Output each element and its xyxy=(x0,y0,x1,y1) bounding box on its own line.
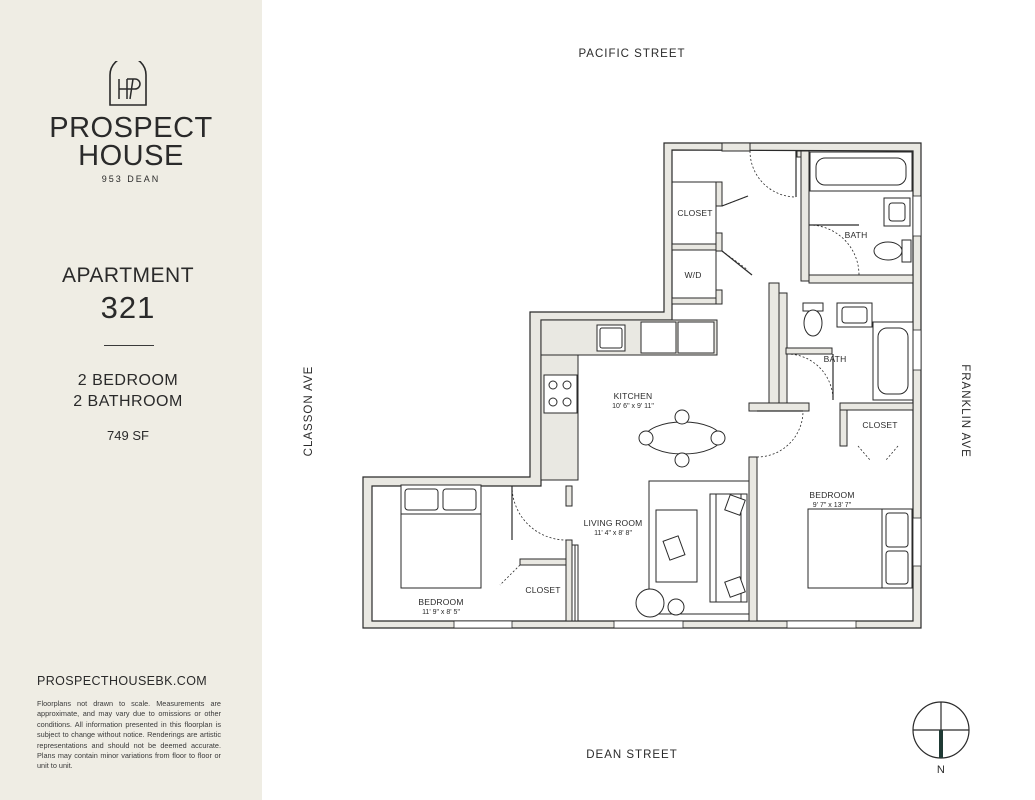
bedroom-count: 2 BEDROOM xyxy=(77,372,179,389)
street-south-label: DEAN STREET xyxy=(586,749,678,761)
closet-top-label: CLOSET xyxy=(677,208,712,218)
disclaimer-text: Floorplans not drawn to scale. Measureme… xyxy=(37,699,221,771)
wd-label: W/D xyxy=(684,270,701,280)
square-footage: 749 SF xyxy=(107,428,149,443)
bedroom-right-dimensions: 9' 7" x 13' 7" xyxy=(813,502,852,509)
bedroom-right-label: BEDROOM xyxy=(809,490,854,500)
kitchen-dimensions: 10' 6" x 9' 11" xyxy=(612,403,654,410)
apartment-label: APARTMENT xyxy=(61,264,195,287)
north-compass-icon xyxy=(912,701,970,759)
brand-name-line-2: HOUSE xyxy=(78,140,184,172)
bath-2-label: BATH xyxy=(824,354,847,364)
bedroom-left-label: BEDROOM xyxy=(418,597,463,607)
prospect-house-logo-icon xyxy=(109,61,147,106)
brand-address: 953 DEAN xyxy=(101,174,161,184)
apartment-number: 321 xyxy=(100,290,156,325)
street-east-label: FRANKLIN AVE xyxy=(959,364,971,458)
closet-right-label: CLOSET xyxy=(862,420,897,430)
room-labels: CLOSET W/D BATH BATH KITCHEN 10' 6" x 9'… xyxy=(418,208,897,616)
street-west-label: CLASSON AVE xyxy=(303,366,315,457)
compass-north-label: N xyxy=(937,764,945,776)
street-north-label: PACIFIC STREET xyxy=(578,48,685,60)
living-room-label: LIVING ROOM xyxy=(584,518,643,528)
divider xyxy=(104,345,154,346)
door-leaves xyxy=(511,151,859,540)
sidebar: PROSPECT HOUSE 953 DEAN APARTMENT 321 2 … xyxy=(0,0,262,800)
closet-left-label: CLOSET xyxy=(525,585,560,595)
website-link[interactable]: PROSPECTHOUSEBK.COM xyxy=(37,674,208,688)
living-room-dimensions: 11' 4" x 8' 8" xyxy=(594,530,632,537)
closet-door-lines xyxy=(571,544,579,622)
brand-name-line-1: PROSPECT xyxy=(49,112,213,144)
bedroom-left-dimensions: 11' 9" x 8' 5" xyxy=(422,609,460,616)
fixtures xyxy=(400,151,914,618)
kitchen-label: KITCHEN xyxy=(614,391,653,401)
windows xyxy=(453,195,922,629)
bathroom-count: 2 BATHROOM xyxy=(73,393,183,410)
bath-1-label: BATH xyxy=(845,230,868,240)
